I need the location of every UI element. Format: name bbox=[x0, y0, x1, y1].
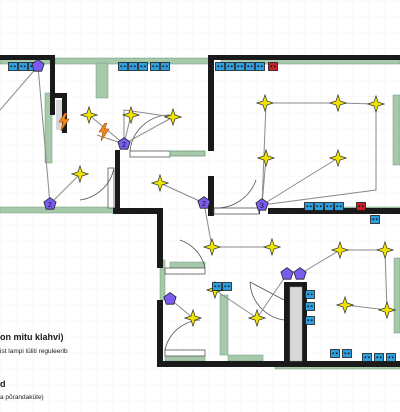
special-socket-icon bbox=[268, 62, 278, 71]
wire-line bbox=[123, 116, 174, 145]
walls bbox=[0, 55, 400, 367]
socket-icon bbox=[235, 62, 245, 71]
socket-icon bbox=[305, 302, 315, 311]
doors bbox=[79, 114, 285, 357]
wire-line bbox=[261, 157, 339, 206]
socket-icon bbox=[314, 202, 324, 211]
wire-line bbox=[261, 104, 377, 206]
socket-icon bbox=[324, 202, 334, 211]
socket-icon bbox=[225, 62, 235, 71]
socket-icon bbox=[8, 62, 18, 71]
wire-line bbox=[214, 289, 258, 319]
wire-line bbox=[256, 273, 288, 319]
socket-icon bbox=[222, 282, 232, 291]
wire-line bbox=[37, 65, 51, 205]
switch-gang-label: 3 bbox=[260, 203, 264, 210]
special-socket-icon bbox=[356, 202, 366, 211]
wire-line bbox=[159, 182, 205, 204]
socket-icon bbox=[150, 62, 160, 71]
socket-icon bbox=[342, 349, 352, 358]
socket-icon bbox=[330, 349, 340, 358]
legend-line-4: a põrandaküte) bbox=[0, 394, 44, 401]
switch-gang-label: 2 bbox=[48, 202, 52, 209]
legend-line-1: on mitu klahvi) bbox=[0, 332, 64, 342]
socket-icon bbox=[374, 353, 384, 362]
socket-icon bbox=[118, 62, 128, 71]
wire-line bbox=[261, 102, 267, 206]
wire-line bbox=[123, 109, 174, 144]
socket-icon bbox=[305, 290, 315, 299]
socket-icon bbox=[138, 62, 148, 71]
socket-icon bbox=[18, 62, 28, 71]
switch-gang-label: 2 bbox=[202, 201, 206, 208]
pantry bbox=[56, 100, 62, 130]
socket-icon bbox=[370, 215, 380, 224]
wire-line bbox=[0, 65, 39, 111]
switch-gang-label: 2 bbox=[122, 142, 126, 149]
closet bbox=[289, 286, 303, 362]
socket-icon bbox=[362, 353, 372, 362]
wires bbox=[0, 65, 388, 319]
socket-icon bbox=[255, 62, 265, 71]
socket-icon bbox=[386, 353, 396, 362]
socket-icon bbox=[334, 202, 344, 211]
socket-icon bbox=[304, 202, 314, 211]
socket-icon bbox=[245, 62, 255, 71]
socket-icon bbox=[212, 282, 222, 291]
socket-icon bbox=[305, 316, 315, 325]
socket-icon bbox=[128, 62, 138, 71]
wire-line bbox=[49, 173, 81, 205]
legend-line-2: ist lampi lüliti reguleerib bbox=[0, 348, 68, 355]
legend-line-3: d bbox=[0, 379, 6, 389]
socket-icon bbox=[215, 62, 225, 71]
socket-icon bbox=[160, 62, 170, 71]
switches: 2 2 2 3 bbox=[31, 59, 307, 305]
wire-line bbox=[203, 202, 213, 248]
